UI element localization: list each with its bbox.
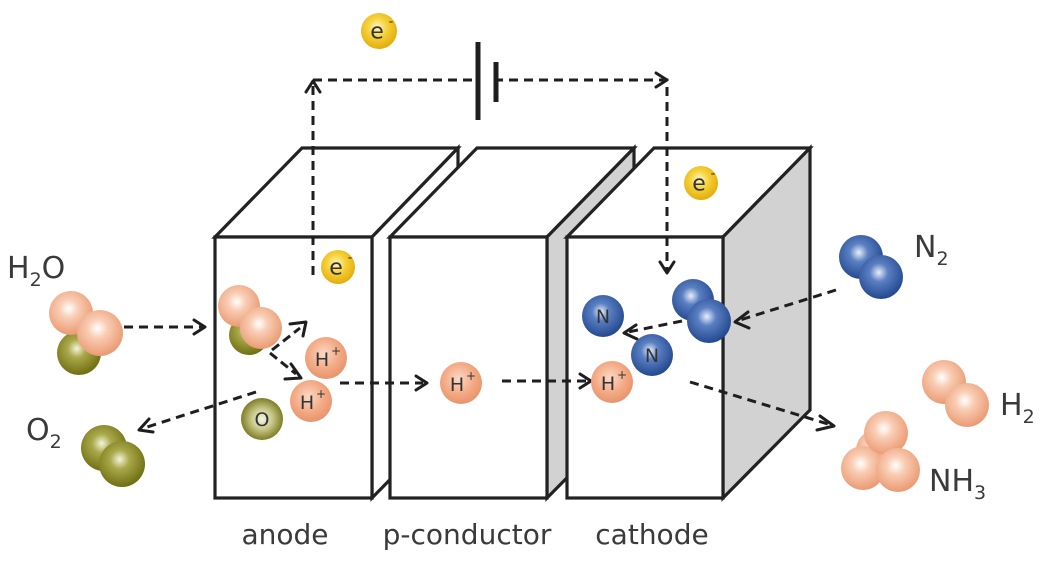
arrowhead-icon: [137, 417, 155, 434]
arrowhead-icon: [288, 320, 308, 338]
electron-charge: -: [348, 251, 353, 266]
arrowhead-icon: [578, 372, 593, 390]
oxygen-atom-sphere: [99, 441, 145, 487]
oxygen-label: O2: [26, 413, 62, 453]
proton-sphere: [290, 380, 332, 422]
arrow-up-icon: [304, 79, 322, 94]
nitrogen-atom-cathode-2: N: [631, 334, 673, 376]
arrowhead-icon: [733, 310, 751, 330]
arrowhead-icon: [622, 323, 639, 341]
proton-label: H: [601, 373, 615, 395]
oxygen-molecule: [81, 425, 145, 487]
proton-sphere: [591, 361, 633, 403]
electron-sphere: [684, 166, 718, 200]
anode-label: anode: [241, 518, 328, 551]
proton-cathode: H +: [591, 361, 633, 403]
hydrogen-atom-sphere: [77, 310, 123, 356]
arrow-down-icon: [658, 260, 676, 275]
hydrogen-atom-sphere: [841, 446, 885, 490]
proton-anode-2: H +: [290, 380, 332, 422]
nitrogen-atom-label: N: [645, 345, 659, 367]
electron-label: e: [329, 256, 343, 281]
proton-conductor: H +: [440, 362, 482, 404]
nitrogen-atom-sphere: [582, 295, 624, 337]
split-arrow-up: [271, 326, 301, 352]
nitrogen-atom-sphere: [687, 299, 731, 343]
oxygen-atom-sphere: [241, 398, 283, 440]
electron-circuit: e -: [361, 13, 397, 49]
nitrogen-molecule-cathode: [672, 279, 731, 343]
proton-charge: +: [331, 344, 341, 358]
arrowhead-icon: [192, 318, 207, 336]
dissociation-arrow: [627, 319, 683, 334]
electron-charge: -: [389, 15, 394, 30]
arrowhead-icon: [414, 374, 429, 392]
hydrogen-molecule: [922, 360, 989, 427]
oxygen-atom-label: O: [255, 409, 270, 431]
arrow-right-icon: [654, 71, 669, 89]
cathode-label: cathode: [595, 518, 708, 551]
electron-label: e: [692, 172, 706, 197]
nitrogen-atom-label: N: [596, 306, 610, 328]
hydrogen-atom-sphere: [864, 411, 908, 455]
hydrogen-atom-sphere: [240, 307, 282, 349]
proton-charge: +: [466, 369, 476, 383]
arrowhead-icon: [815, 414, 836, 432]
oxygen-atom-anode: O: [241, 398, 283, 440]
electron-anode: e -: [321, 250, 355, 284]
ammonia-molecule: [841, 411, 920, 492]
oxygen-outflow-arrow: [143, 390, 257, 430]
flow-arrows: [124, 288, 837, 434]
water-molecule: [49, 291, 123, 375]
hydrogen-atom-sphere: [876, 448, 920, 492]
proton-sphere: [440, 362, 482, 404]
nitrogen-label: N2: [914, 230, 949, 270]
nitrogen-atom-sphere: [859, 255, 903, 299]
product-outflow-arrow: [689, 380, 829, 426]
hydrogen-label: H2: [1000, 388, 1035, 428]
split-arrow-down: [269, 351, 297, 376]
hydrogen-atom-sphere: [945, 383, 989, 427]
proton-charge: +: [316, 387, 326, 401]
nitrogen-molecule: [839, 235, 903, 299]
ammonia-label: NH3: [929, 464, 986, 504]
nitrogen-atom-cathode-1: N: [582, 295, 624, 337]
electron-sphere: [361, 13, 397, 49]
proton-sphere: [305, 337, 347, 379]
electron-charge: -: [711, 167, 716, 182]
arrowhead-icon: [283, 362, 303, 381]
water-molecule-anode: [218, 285, 282, 355]
proton-label: H: [300, 392, 314, 414]
proton-label: H: [450, 374, 464, 396]
electron-cathode: e -: [684, 166, 718, 200]
water-label: H2O: [7, 251, 65, 291]
electron-label: e: [370, 20, 384, 45]
nitrogen-inflow-arrow: [739, 288, 837, 322]
proton-anode-1: H +: [305, 337, 347, 379]
proton-label: H: [315, 349, 329, 371]
nitrogen-atom-sphere: [631, 334, 673, 376]
electron-sphere: [321, 250, 355, 284]
external-circuit: [304, 42, 676, 275]
p-conductor-label: p-conductor: [383, 518, 552, 551]
proton-charge: +: [617, 368, 627, 382]
